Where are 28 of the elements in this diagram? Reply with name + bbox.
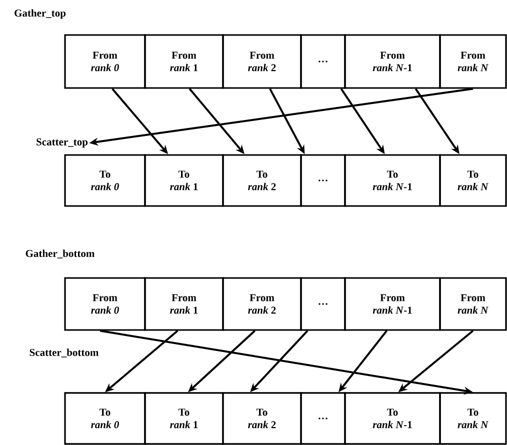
table-cell: … (300, 154, 346, 207)
table-cell: From rank 2 (222, 277, 302, 331)
section-label: Scatter_top (36, 138, 88, 148)
table-cell: … (300, 392, 346, 445)
table-cell: … (300, 277, 346, 331)
table-cell: To rank 0 (64, 154, 146, 207)
table-cell: From rank 0 (64, 34, 146, 89)
section-label: Gather_bottom (26, 250, 95, 258)
table-cell: From rank 0 (64, 277, 146, 331)
table-cell: To rank 1 (144, 154, 224, 207)
section-label: Gather_top (14, 9, 66, 19)
table-cell: To rank 2 (222, 154, 302, 207)
table-cell: From rank N-1 (344, 277, 441, 331)
table-cell: … (300, 34, 346, 89)
table-cell: To rank 2 (222, 392, 302, 445)
table-cell: From rank 1 (144, 34, 224, 89)
table-cell: To rank 1 (144, 392, 224, 445)
table-cell: To rank 0 (64, 392, 146, 445)
table-cell: From rank 2 (222, 34, 302, 89)
table-cell: From rank N (439, 277, 507, 331)
table-cell: From rank N (439, 34, 507, 89)
table-cell: To rank N-1 (344, 392, 441, 445)
table-cell: To rank N (439, 392, 507, 445)
table-cell: To rank N-1 (344, 154, 441, 207)
table-cell: To rank N (439, 154, 507, 207)
section-label: Scatter_bottom (30, 348, 99, 358)
table-cell: From rank 1 (144, 277, 224, 331)
table-cell: From rank N-1 (344, 34, 441, 89)
